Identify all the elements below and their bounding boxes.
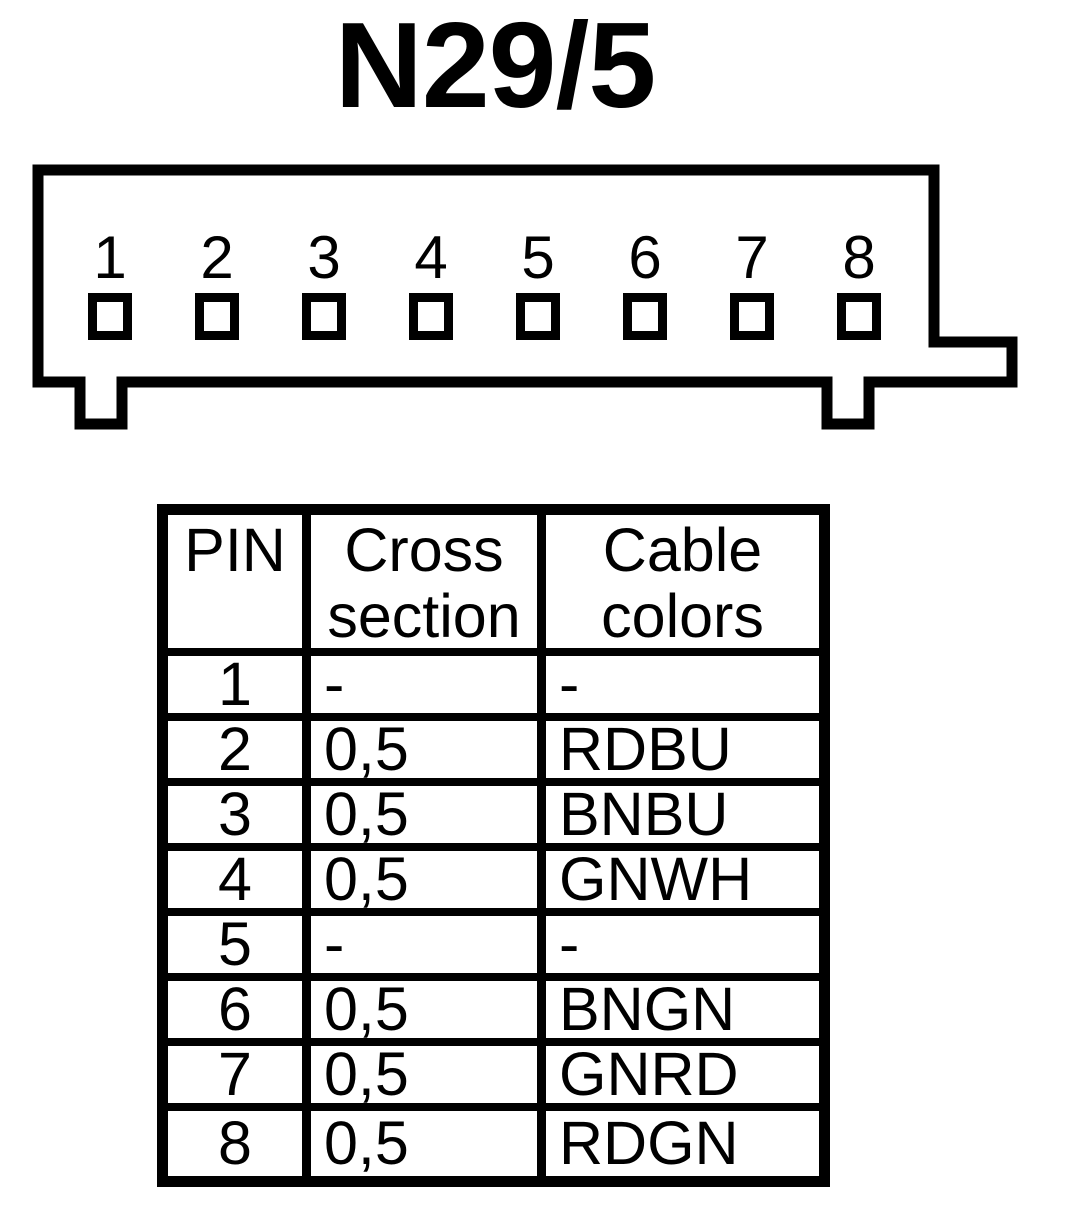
pin-slot-7 xyxy=(730,293,774,340)
connector-title: N29/5 xyxy=(334,0,657,133)
cable-color-cell: GNWH xyxy=(546,849,819,916)
pin-slot-3 xyxy=(302,293,346,340)
pin-number-cell: 1 xyxy=(168,654,311,721)
pin-slot-8 xyxy=(837,293,881,340)
cable-color-cell: BNBU xyxy=(546,784,819,851)
pin-number-cell: 6 xyxy=(168,979,311,1046)
pin-number-cell: 4 xyxy=(168,849,311,916)
cross-section-cell: 0,5 xyxy=(311,849,546,916)
pin-number-label: 5 xyxy=(521,224,554,291)
cross-section-cell: - xyxy=(311,914,546,981)
cable-color-cell: RDGN xyxy=(546,1111,819,1176)
cross-section-cell: 0,5 xyxy=(311,1044,546,1111)
pin-column-header: PIN xyxy=(168,515,311,656)
cable-color-cell: GNRD xyxy=(546,1044,819,1111)
pin-number-label: 6 xyxy=(628,224,661,291)
pin-number-label: 4 xyxy=(414,224,447,291)
pin-slot-2 xyxy=(195,293,239,340)
pin-number-cell: 2 xyxy=(168,719,311,786)
pin-number-label: 8 xyxy=(842,224,875,291)
pin-table: PIN Cross section Cable colors 1 - - 2 0… xyxy=(157,504,830,1187)
pin-number-label: 7 xyxy=(735,224,768,291)
pin-number-label: 2 xyxy=(200,224,233,291)
cable-colors-column-header: Cable colors xyxy=(546,515,819,656)
pin-number-cell: 8 xyxy=(168,1111,311,1176)
pin-slot-1 xyxy=(88,293,132,340)
cable-color-cell: - xyxy=(546,654,819,721)
cross-section-cell: - xyxy=(311,654,546,721)
pin-number-label: 1 xyxy=(93,224,126,291)
cross-section-cell: 0,5 xyxy=(311,719,546,786)
cross-section-cell: 0,5 xyxy=(311,1111,546,1176)
pin-slot-4 xyxy=(409,293,453,340)
cable-color-cell: BNGN xyxy=(546,979,819,1046)
cross-section-cell: 0,5 xyxy=(311,979,546,1046)
pin-slot-6 xyxy=(623,293,667,340)
cable-color-cell: RDBU xyxy=(546,719,819,786)
pin-number-cell: 3 xyxy=(168,784,311,851)
cross-section-cell: 0,5 xyxy=(311,784,546,851)
pin-row: 1 2 3 4 5 6 7 8 xyxy=(88,224,881,340)
connector-drawing: 1 2 3 4 5 6 7 8 xyxy=(32,164,1018,430)
cable-color-cell: - xyxy=(546,914,819,981)
pin-number-cell: 5 xyxy=(168,914,311,981)
pin-slot-5 xyxy=(516,293,560,340)
pin-number-label: 3 xyxy=(307,224,340,291)
cross-section-column-header: Cross section xyxy=(311,515,546,656)
pin-number-cell: 7 xyxy=(168,1044,311,1111)
